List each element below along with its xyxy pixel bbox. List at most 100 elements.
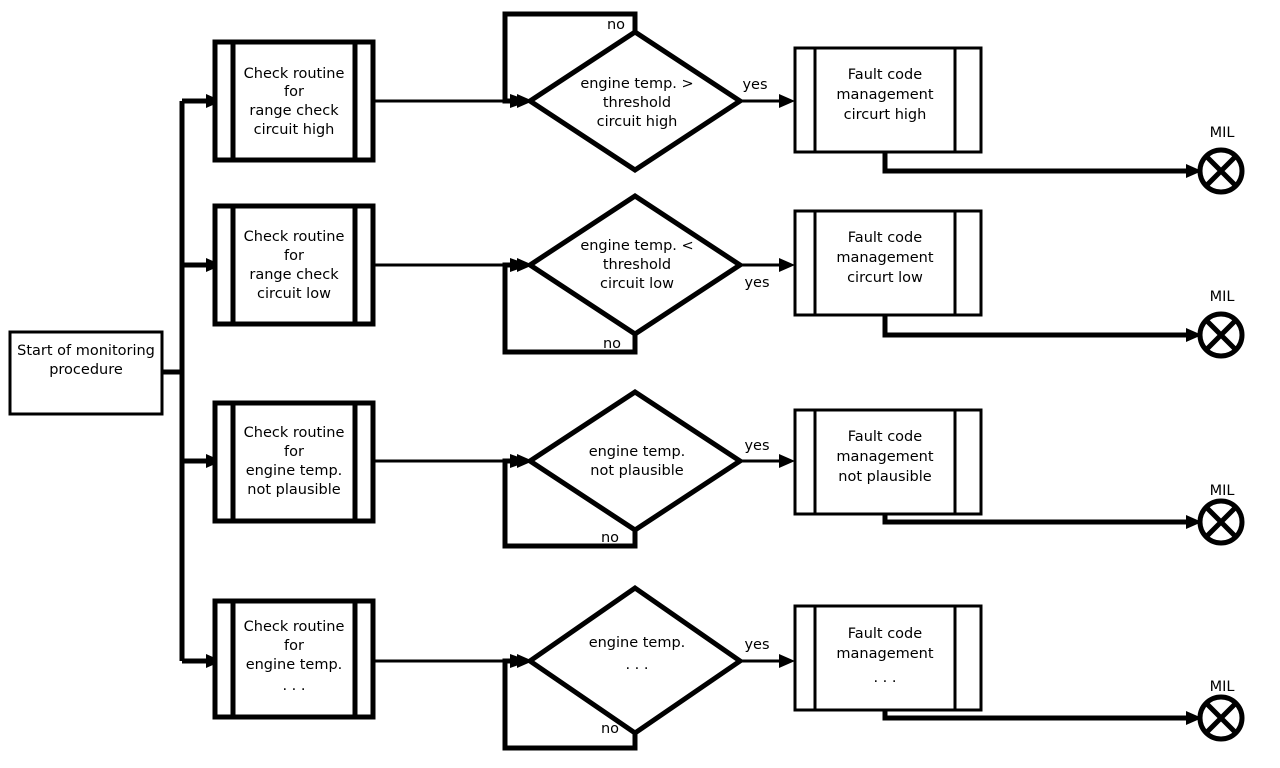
fault-code-circuit-low-line-0: Fault code [848, 230, 922, 246]
check-routine-circuit-high-line-1: for [284, 84, 304, 100]
arrowhead-yes-1 [779, 94, 795, 108]
no-path-2-line [502, 262, 638, 355]
check-routine-circuit-low-line-3: circuit low [257, 286, 331, 302]
arrowhead-mil-3 [1186, 515, 1202, 529]
decision-circuit-high[interactable]: engine temp. > threshold circuit high [525, 29, 745, 173]
decision-circuit-low-line-1: threshold [603, 257, 671, 273]
check-routine-circuit-high-box [212, 39, 376, 163]
mil-link-4 [882, 710, 1202, 725]
decision-not-plausible[interactable]: engine temp. not plausible [525, 389, 745, 533]
check-routine-circuit-high-line-2: range check [249, 103, 339, 119]
check-routine-circuit-low[interactable]: Check routine for range check circuit lo… [212, 203, 376, 327]
mil-indicator-4[interactable]: MIL [1197, 679, 1245, 742]
fault-code-circuit-high-line-2: circurt high [844, 107, 927, 123]
arrowhead-no-1 [510, 94, 530, 108]
fault-code-further[interactable]: Fault code management . . . [793, 604, 983, 712]
decision-not-plausible-line-1: not plausible [590, 463, 683, 479]
arrowhead-no-2 [510, 258, 530, 272]
mil-indicator-3[interactable]: MIL [1197, 483, 1245, 546]
fault-code-not-plausible-line-1: management [836, 449, 933, 465]
mil-cross-icon-4 [1204, 701, 1238, 735]
fault-code-circuit-high-box [793, 46, 983, 154]
fault-code-circuit-high-line-0: Fault code [848, 67, 922, 83]
yes-path-1: yes [740, 77, 795, 108]
yes-label-3: yes [744, 438, 769, 454]
branch-trunk [162, 94, 222, 668]
check-routine-circuit-low-line-2: range check [249, 267, 339, 283]
check-routine-not-plausible-line-0: Check routine [244, 425, 345, 441]
check-routine-further-line-2: engine temp. [246, 657, 343, 673]
no-label-2: no [603, 336, 621, 352]
no-path-4: no [502, 654, 638, 751]
arrowhead-mil-2 [1186, 328, 1202, 342]
decision-circuit-high-shape [525, 29, 745, 173]
arrowhead-yes-3 [779, 454, 795, 468]
fault-code-circuit-low-line-2: circurt low [847, 270, 923, 286]
start-node[interactable]: Start of monitoring procedure [8, 330, 164, 416]
check-routine-circuit-high-line-0: Check routine [244, 66, 345, 82]
decision-further-line-0: engine temp. [589, 635, 686, 651]
mil-label-1: MIL [1210, 125, 1235, 141]
mil-label-3: MIL [1210, 483, 1235, 499]
no-path-2: no [502, 258, 638, 355]
check-routine-further[interactable]: Check routine for engine temp. . . . [212, 598, 376, 720]
mil-indicator-1[interactable]: MIL [1197, 125, 1245, 195]
start-node-box [8, 330, 164, 416]
mil-cross-icon-3 [1204, 505, 1238, 539]
check-routine-further-line-0: Check routine [244, 619, 345, 635]
arrowhead-no-3 [510, 454, 530, 468]
decision-circuit-high-line-2: circuit high [597, 114, 678, 130]
no-label-4: no [601, 721, 619, 737]
no-path-4-line [502, 658, 638, 751]
yes-label-2: yes [744, 275, 769, 291]
fault-code-further-box [793, 604, 983, 712]
check-routine-further-line-3: . . . [282, 678, 305, 694]
decision-circuit-low[interactable]: engine temp. < threshold circuit low [525, 193, 745, 337]
yes-label-1: yes [742, 77, 767, 93]
mil-indicator-2[interactable]: MIL [1197, 289, 1245, 359]
check-routine-circuit-high[interactable]: Check routine for range check circuit hi… [212, 39, 376, 163]
fault-code-not-plausible[interactable]: Fault code management not plausible [793, 408, 983, 516]
check-routine-circuit-low-box [212, 203, 376, 327]
check-routine-not-plausible-line-1: for [284, 444, 304, 460]
mil-label-2: MIL [1210, 289, 1235, 305]
mil-link-1-line [882, 152, 1190, 174]
yes-label-4: yes [744, 637, 769, 653]
fault-code-not-plausible-box [793, 408, 983, 516]
mil-link-3-line [882, 514, 1190, 525]
yes-path-4: yes [740, 637, 795, 668]
fault-code-circuit-low-line-1: management [836, 250, 933, 266]
check-routine-not-plausible-line-2: engine temp. [246, 463, 343, 479]
arrowhead-mil-4 [1186, 711, 1202, 725]
no-path-3-line [502, 458, 638, 549]
check-routine-circuit-low-line-0: Check routine [244, 229, 345, 245]
no-path-3: no [502, 454, 638, 549]
mil-label-4: MIL [1210, 679, 1235, 695]
yes-path-2: yes [740, 258, 795, 291]
mil-link-3 [882, 514, 1202, 529]
mil-link-2-line [882, 315, 1190, 338]
fault-code-circuit-high[interactable]: Fault code management circurt high [793, 46, 983, 154]
mil-cross-icon-1 [1204, 154, 1238, 188]
arrowhead-yes-4 [779, 654, 795, 668]
fault-code-circuit-high-line-1: management [836, 87, 933, 103]
arrowhead-no-4 [510, 654, 530, 668]
no-path-1-line [502, 11, 638, 104]
start-node-line-1: procedure [49, 362, 123, 378]
fault-code-further-line-1: management [836, 646, 933, 662]
check-routine-circuit-high-line-3: circuit high [254, 122, 335, 138]
mil-link-2 [882, 315, 1202, 342]
arrowhead-yes-2 [779, 258, 795, 272]
start-node-line-0: Start of monitoring [17, 343, 155, 359]
fault-code-circuit-low-box [793, 209, 983, 317]
check-routine-circuit-low-line-1: for [284, 248, 304, 264]
fault-code-circuit-low[interactable]: Fault code management circurt low [793, 209, 983, 317]
check-routine-not-plausible[interactable]: Check routine for engine temp. not plaus… [212, 400, 376, 524]
check-routine-not-plausible-box [212, 400, 376, 524]
decision-circuit-low-line-0: engine temp. < [580, 238, 693, 254]
mil-cross-icon-2 [1204, 318, 1238, 352]
mil-link-4-line [882, 710, 1190, 721]
decision-further[interactable]: engine temp. . . . [525, 584, 745, 737]
fault-code-not-plausible-line-0: Fault code [848, 429, 922, 445]
